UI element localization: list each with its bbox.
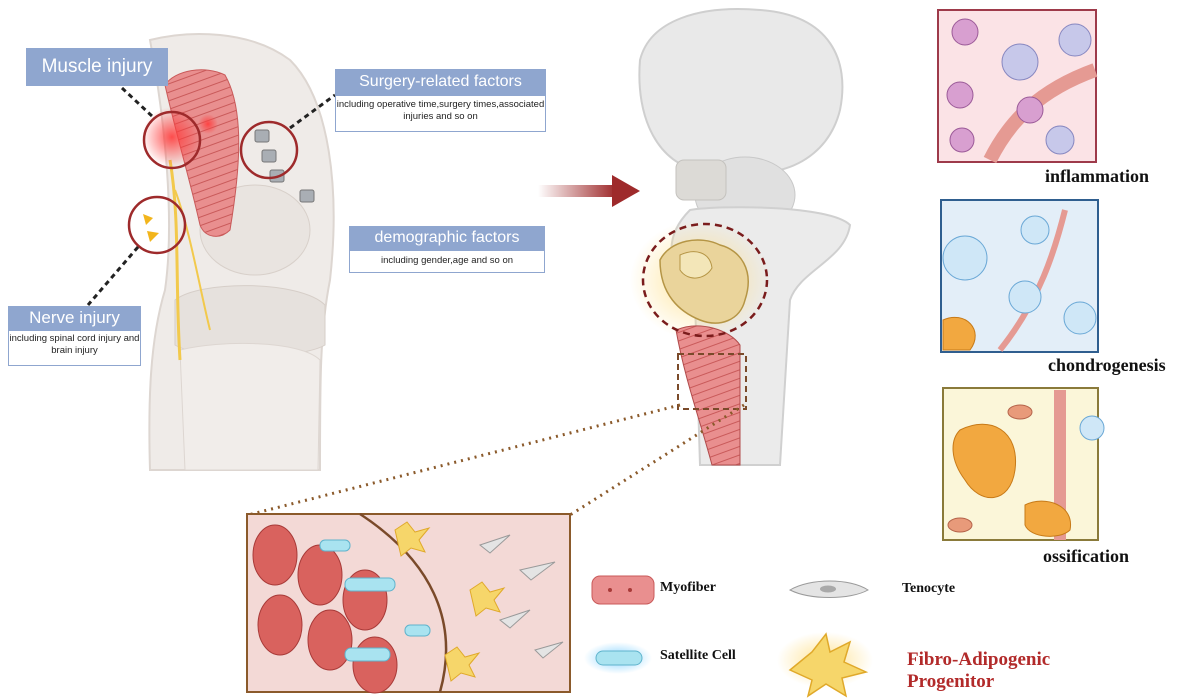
stage-label-ossification: ossification bbox=[1043, 546, 1129, 567]
zoom-panel bbox=[247, 514, 570, 693]
surgery-factors-detail: including operative time,surgery times,a… bbox=[335, 95, 546, 132]
progression-arrow bbox=[538, 175, 640, 207]
tenocyte-icon bbox=[790, 581, 868, 598]
legend-fap-label: Fibro-Adipogenic Progenitor bbox=[907, 649, 1107, 693]
inflammation-panel bbox=[938, 10, 1096, 162]
fap-icon bbox=[777, 632, 873, 696]
stage-label-inflammation: inflammation bbox=[1045, 166, 1149, 187]
chondrogenesis-panel bbox=[941, 200, 1098, 352]
ossification-panel bbox=[943, 388, 1104, 540]
demographic-factors-detail: including gender,age and so on bbox=[349, 250, 545, 273]
nerve-injury-title: Nerve injury bbox=[8, 306, 141, 330]
legend-myofiber-label: Myofiber bbox=[660, 580, 716, 596]
surgery-factors-title: Surgery-related factors bbox=[335, 69, 546, 95]
nerve-signal-icon bbox=[143, 214, 159, 242]
left-knee-illustration bbox=[149, 34, 333, 470]
nerve-injury-detail: including spinal cord injury and brain i… bbox=[8, 330, 141, 366]
legend-tenocyte-label: Tenocyte bbox=[902, 581, 955, 597]
muscle-injury-title: Muscle injury bbox=[26, 48, 168, 86]
right-knee-illustration bbox=[630, 9, 850, 465]
myofiber-icon bbox=[592, 576, 654, 604]
demographic-factors-title: demographic factors bbox=[349, 226, 545, 250]
satellite-cell-icon bbox=[584, 642, 652, 674]
legend-satellite-cell-label: Satellite Cell bbox=[660, 648, 736, 664]
stage-label-chondrogenesis: chondrogenesis bbox=[1048, 355, 1166, 376]
